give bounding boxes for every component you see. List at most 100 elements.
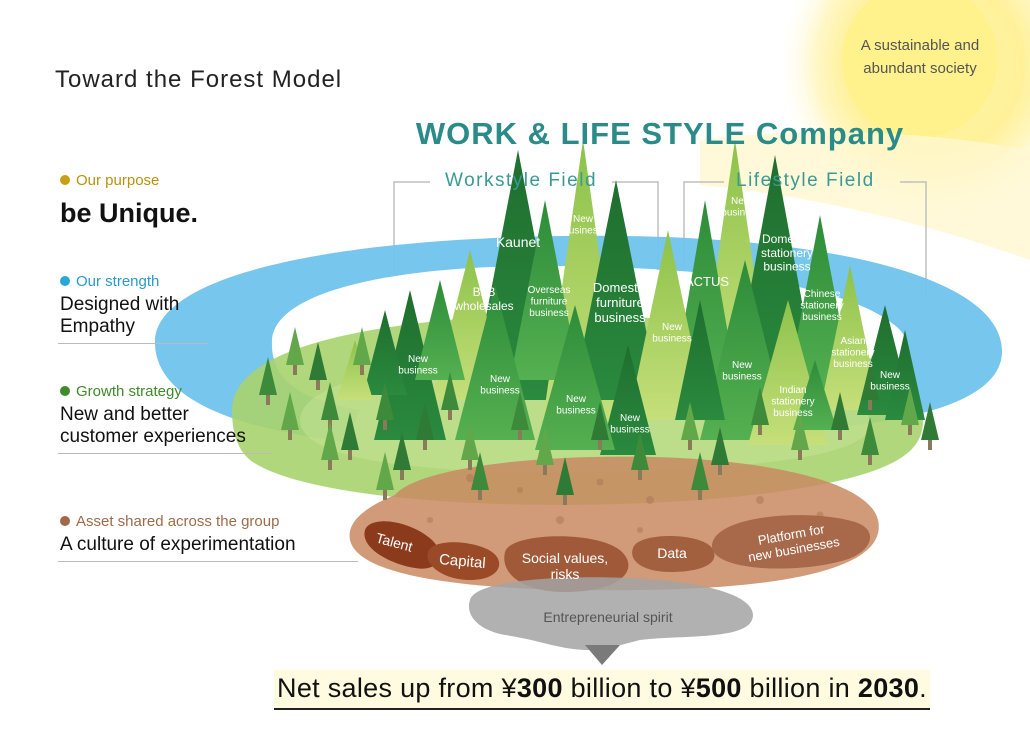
trunk-17 — [718, 465, 722, 475]
sales-to: 500 — [695, 673, 742, 703]
small-tree-21 — [861, 417, 879, 455]
trunk-10 — [468, 460, 472, 470]
asset-heading: Asset shared across the group — [60, 513, 279, 530]
small-tree-10 — [461, 422, 479, 460]
trunk-28 — [328, 460, 332, 470]
small-tree-26 — [556, 457, 574, 495]
trunk-0 — [266, 395, 270, 405]
root-blob — [468, 577, 753, 650]
tree-19 — [363, 310, 407, 395]
actus-label: ACTUS — [685, 274, 729, 289]
small-tree-12 — [511, 392, 529, 430]
sun — [700, 0, 1030, 260]
strength-body: Designed with Empathy — [60, 294, 180, 337]
social-values-label: Social values,risks — [522, 550, 608, 582]
small-tree-7 — [353, 327, 371, 365]
trunk-21 — [868, 455, 872, 465]
growth-heading: Growth strategy — [60, 383, 182, 400]
trunk-4 — [293, 365, 297, 375]
trunk-23 — [928, 440, 932, 450]
small-tree-23 — [921, 402, 939, 440]
growth-rule — [58, 453, 273, 454]
strength-dot-icon — [60, 276, 70, 286]
trunk-7 — [360, 365, 364, 375]
small-tree-19 — [791, 412, 809, 450]
small-tree-9 — [441, 372, 459, 410]
page-title: Toward the Forest Model — [55, 66, 343, 93]
trunk-16 — [688, 440, 692, 450]
tree-23 — [337, 340, 373, 400]
kaunet-label: Kaunet — [496, 234, 540, 250]
small-tree-27 — [691, 452, 709, 490]
trunk-14 — [598, 440, 602, 450]
tree-15 — [535, 305, 615, 450]
asset-rule — [58, 561, 358, 562]
sales-from: 300 — [516, 673, 563, 703]
trunk-25 — [383, 490, 387, 500]
small-tree-22 — [901, 387, 919, 425]
small-tree-25 — [376, 452, 394, 490]
sales-year: 2030 — [857, 673, 920, 703]
trunk-19 — [798, 450, 802, 460]
trunk-1 — [288, 430, 292, 440]
tree-21 — [793, 360, 837, 430]
small-tree-24 — [471, 452, 489, 490]
trunk-8 — [423, 440, 427, 450]
trunk-2 — [316, 380, 320, 390]
small-tree-20 — [831, 392, 849, 430]
sales-mid: billion to ¥ — [562, 673, 696, 703]
workstyle-field-label: Workstyle Field — [445, 170, 598, 191]
trunk-18 — [758, 425, 762, 435]
trunk-5 — [348, 450, 352, 460]
lifestyle-field-label: Lifestyle Field — [736, 170, 875, 191]
sales-suffix: billion in — [741, 673, 858, 703]
sun-label: A sustainable and abundant society — [860, 37, 980, 77]
sales-highlight — [274, 670, 930, 710]
tree-17 — [374, 290, 446, 440]
trunk-15 — [638, 470, 642, 480]
purpose-heading: Our purpose — [60, 172, 159, 189]
trunk-6 — [383, 420, 387, 430]
trunk-27 — [698, 490, 702, 500]
capital-label: Capital — [438, 551, 486, 572]
small-tree-16 — [681, 402, 699, 440]
trunk-29 — [868, 400, 872, 410]
strength-rule — [58, 343, 208, 344]
tree-14 — [600, 345, 656, 455]
asset-heading-text: Asset shared across the group — [76, 513, 280, 530]
small-tree-15 — [631, 432, 649, 470]
asset-dot-icon — [60, 516, 70, 526]
sales-prefix: Net sales up from ¥ — [277, 673, 517, 703]
trunk-24 — [478, 490, 482, 500]
small-tree-11 — [393, 432, 411, 470]
trunk-20 — [838, 430, 842, 440]
tree-2 — [572, 180, 660, 400]
small-tree-18 — [751, 387, 769, 425]
small-tree-1 — [281, 392, 299, 430]
small-tree-29 — [861, 362, 879, 400]
tree-20 — [675, 300, 725, 420]
small-tree-3 — [321, 382, 339, 420]
small-tree-4 — [286, 327, 304, 365]
trunk-26 — [563, 495, 567, 505]
sales-statement: Net sales up from ¥300 billion to ¥500 b… — [274, 673, 930, 704]
asset-body: A culture of experimentation — [60, 534, 296, 555]
tree-10 — [820, 265, 880, 410]
